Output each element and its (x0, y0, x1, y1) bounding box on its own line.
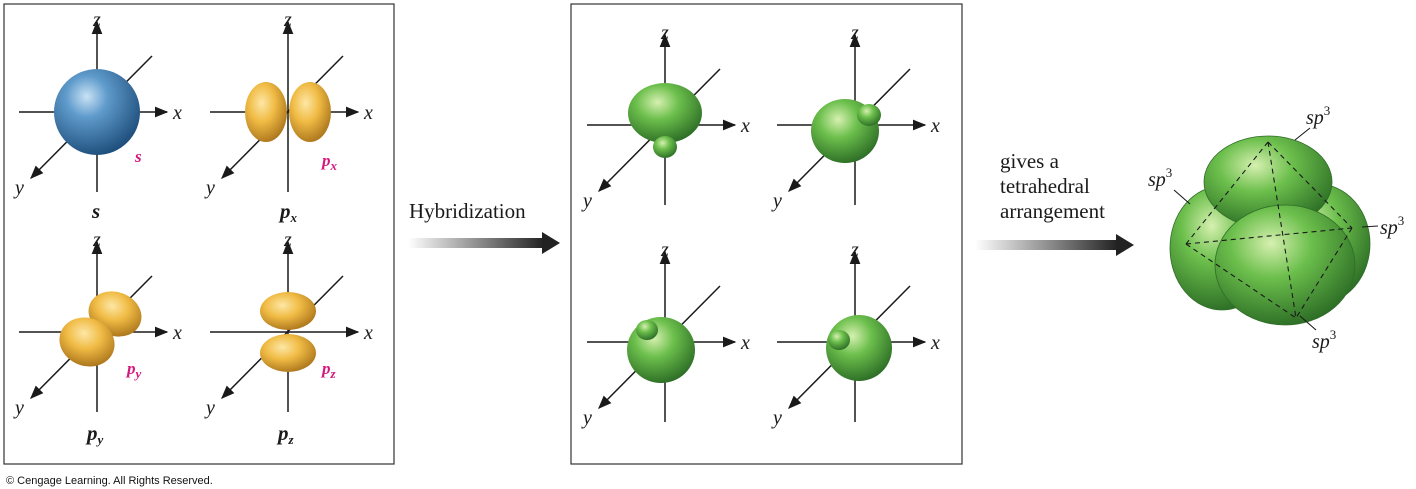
z-axis-label: z (92, 9, 101, 31)
py-orbital-label: py (125, 359, 142, 381)
gives-a-text: gives a (1000, 149, 1060, 173)
pz-orbital-caption: pz (276, 421, 295, 447)
z-axis-label: z (660, 239, 669, 261)
tetrahedral-arrow: gives a tetrahedral arrangement (975, 149, 1134, 256)
z-axis-label: z (660, 22, 669, 44)
y-axis-label: y (13, 177, 24, 199)
x-axis-label: x (363, 322, 373, 344)
y-axis-label: y (581, 190, 592, 212)
y-axis-label: y (13, 397, 24, 419)
pz-orbital: z x y pz pz (204, 229, 373, 447)
x-axis-label: x (172, 322, 182, 344)
tetrahedral-sp3-cluster: sp3 sp3 sp3 sp3 (1148, 103, 1404, 353)
sp3-orbital-1: z x y (581, 22, 750, 212)
px-orbital-label: px (320, 151, 338, 173)
sp3-orbital-2: z x y (771, 22, 940, 212)
s-orbital-caption: s (91, 199, 100, 223)
tetrahedral-text: tetrahedral (1000, 174, 1090, 198)
py-orbital: z x y py py (13, 229, 182, 447)
px-orbital-caption: px (278, 199, 298, 225)
s-orbital-sphere (54, 69, 140, 155)
hybrid-orbitals-panel (570, 3, 963, 465)
x-axis-label: x (930, 115, 940, 137)
hybridization-text: Hybridization (409, 199, 526, 223)
copyright-notice: © Cengage Learning. All Rights Reserved. (6, 475, 213, 487)
sp3-orbital-3: z x y (581, 239, 750, 429)
x-axis-label: x (930, 332, 940, 354)
sp3-orbital-4: z x y (771, 239, 940, 429)
y-axis-label: y (204, 177, 215, 199)
py-orbital-caption: py (85, 421, 104, 447)
y-axis-label: y (771, 190, 782, 212)
z-axis-label: z (850, 239, 859, 261)
arrangement-text: arrangement (1000, 199, 1105, 223)
y-axis-label: y (204, 397, 215, 419)
sp3-label-top: sp3 (1306, 103, 1330, 129)
sp3-label-right: sp3 (1380, 213, 1404, 239)
z-axis-label: z (92, 229, 101, 251)
sp3-label-left: sp3 (1148, 165, 1172, 191)
px-orbital: z x y px px (204, 9, 373, 225)
hybridization-arrow: Hybridization (408, 199, 560, 254)
atomic-orbitals-panel (3, 3, 395, 465)
x-axis-label: x (740, 332, 750, 354)
z-axis-label: z (283, 9, 292, 31)
sp3-label-bottom: sp3 (1312, 327, 1336, 353)
y-axis-label: y (771, 407, 782, 429)
x-axis-label: x (172, 102, 182, 124)
y-axis-label: y (581, 407, 592, 429)
x-axis-label: x (363, 102, 373, 124)
pz-orbital-label: pz (320, 359, 337, 381)
z-axis-label: z (283, 229, 292, 251)
z-axis-label: z (850, 22, 859, 44)
x-axis-label: x (740, 115, 750, 137)
s-orbital: z x y s s (13, 9, 182, 223)
s-orbital-label: s (134, 147, 142, 166)
